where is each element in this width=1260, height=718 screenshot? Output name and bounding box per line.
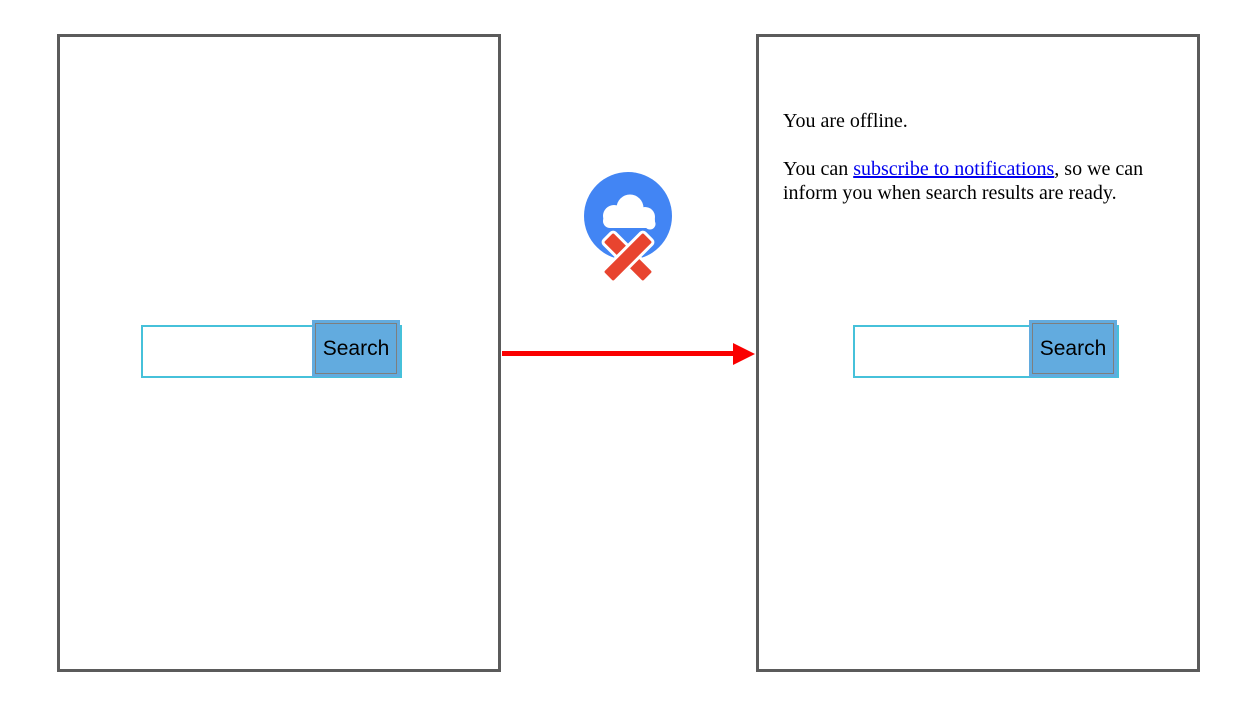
offline-message: You are offline. You can subscribe to no… bbox=[783, 109, 1195, 205]
flow-arrow-line bbox=[502, 351, 734, 356]
search-input[interactable] bbox=[143, 327, 309, 376]
subscribe-link[interactable]: subscribe to notifications bbox=[853, 158, 1055, 180]
search-button[interactable]: Search bbox=[1029, 320, 1117, 377]
search-input[interactable] bbox=[855, 327, 1021, 376]
subscribe-text-after: , so we can inform you when search resul… bbox=[783, 158, 1144, 204]
subscribe-text: You can subscribe to notifications, so w… bbox=[783, 157, 1195, 205]
search-form: Search bbox=[853, 320, 1119, 378]
offline-status-text: You are offline. bbox=[783, 110, 908, 132]
browser-page-offline: You are offline. You can subscribe to no… bbox=[756, 34, 1200, 672]
cloud-offline-icon bbox=[584, 172, 672, 284]
search-button[interactable]: Search bbox=[312, 320, 400, 377]
browser-page-before: Search bbox=[57, 34, 501, 672]
flow-arrow-head bbox=[733, 343, 755, 365]
subscribe-text-before: You can bbox=[783, 158, 854, 180]
search-form: Search bbox=[141, 320, 402, 378]
